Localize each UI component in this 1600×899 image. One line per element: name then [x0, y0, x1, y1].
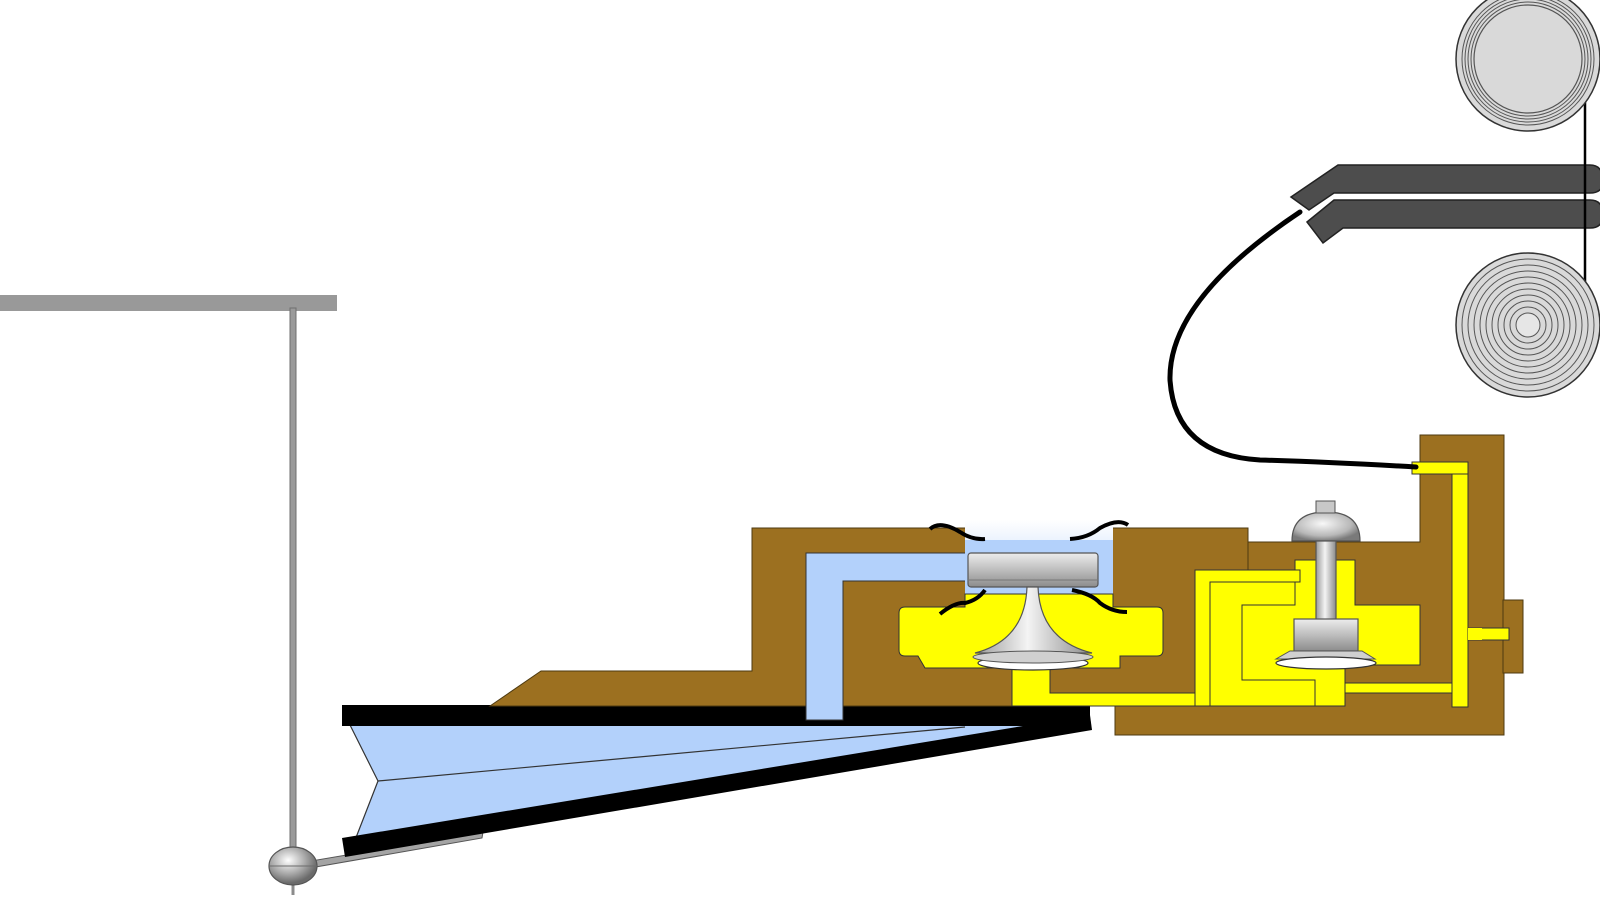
lower-roll: [1455, 252, 1600, 398]
hanger-bar: [0, 295, 337, 311]
connection-tube: [1167, 209, 1419, 470]
wedge-bellows: [342, 705, 1092, 857]
secondary-valve: [1274, 500, 1377, 670]
pendulum-rod: [289, 307, 297, 854]
upper-roll: [1455, 0, 1600, 132]
primary-valve: [928, 520, 1130, 671]
tracker-bar: [1289, 164, 1600, 245]
